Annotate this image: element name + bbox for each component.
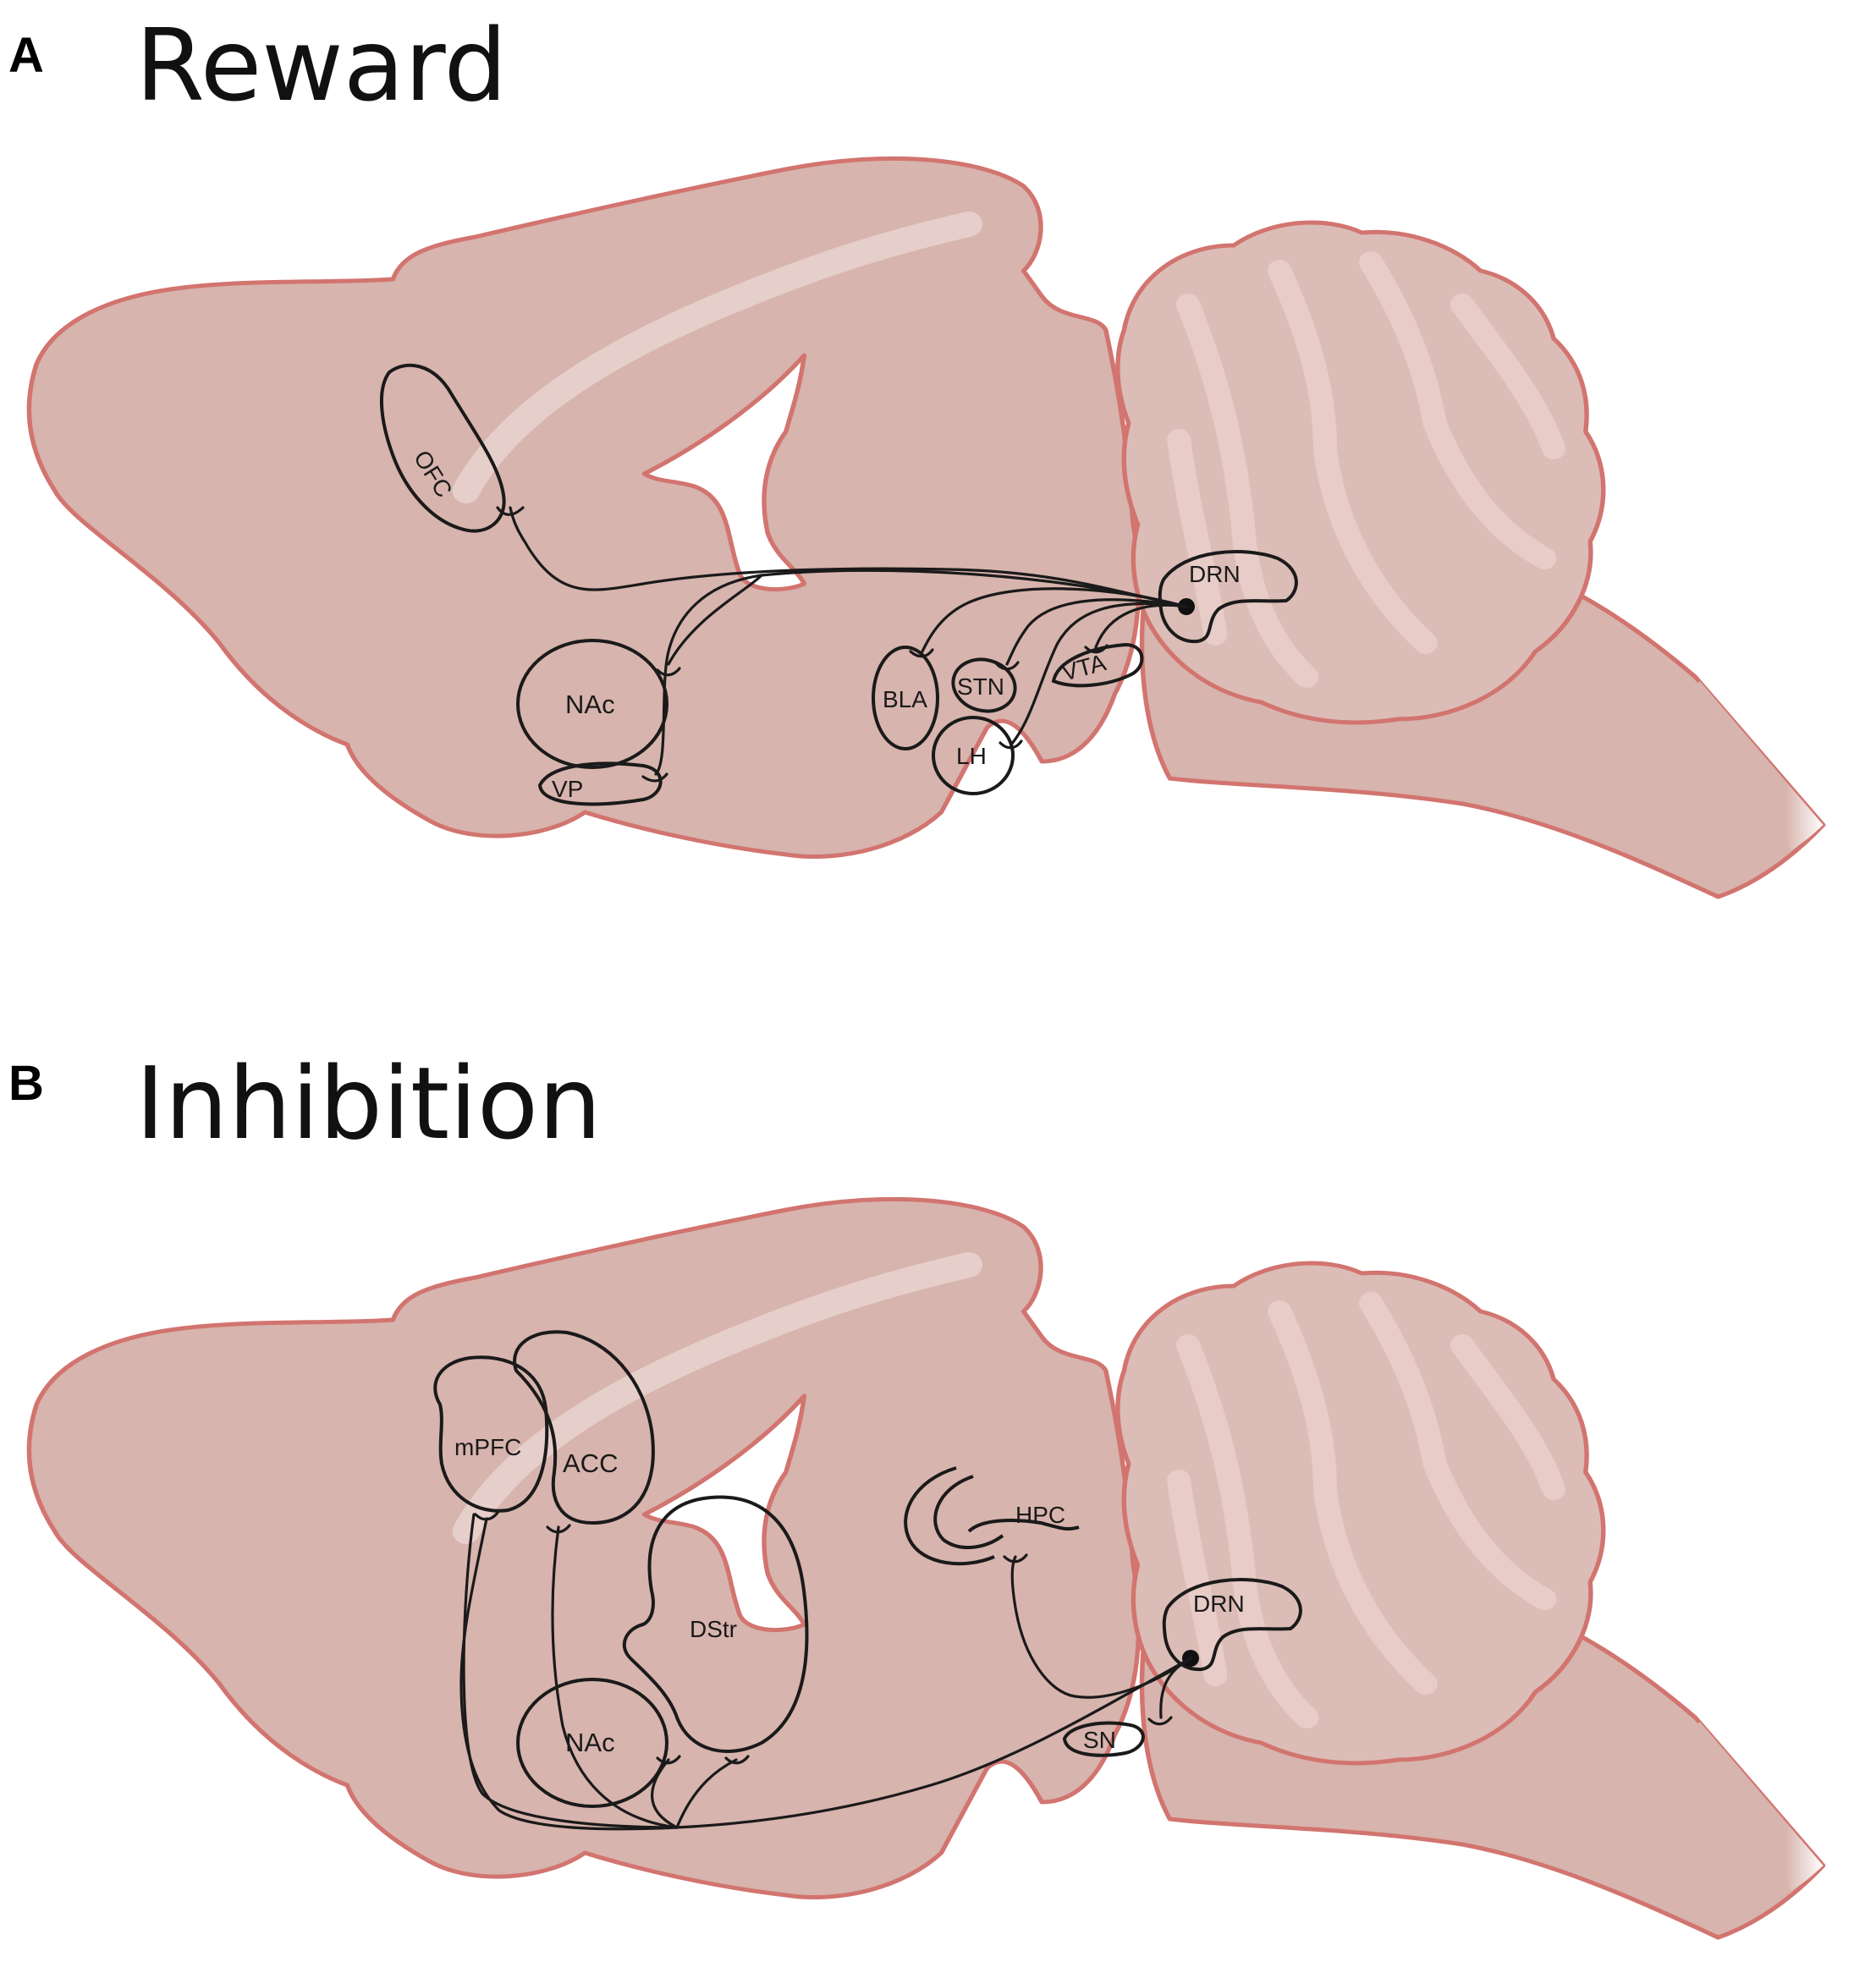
regions-b: mPFC ACC DStr HPC NAc SN DRN (433, 1330, 1302, 1808)
region-label-bla: BLA (883, 686, 927, 712)
panel-title-b: Inhibition (135, 1045, 602, 1162)
region-label-lh: LH (956, 743, 987, 769)
region-hpc-outline (904, 1466, 1080, 1566)
panel-letter-b: B (8, 1056, 44, 1111)
panel-letter-a: A (8, 28, 44, 83)
region-mpfc-outline (433, 1355, 549, 1513)
region-label-dstr: DStr (690, 1616, 737, 1642)
region-drn-outline (1158, 550, 1298, 644)
region-stn-outline (951, 657, 1017, 713)
region-label-sn: SN (1083, 1727, 1116, 1753)
region-label-nac: NAc (565, 690, 615, 719)
region-nac-outline-b (516, 1678, 668, 1808)
region-nac-outline (516, 639, 668, 769)
region-vp-outline (537, 761, 663, 806)
brain-sagittal-a (29, 158, 1823, 897)
region-dstr-outline (622, 1495, 809, 1753)
region-label-stn: STN (957, 673, 1004, 700)
region-label-vp: VP (552, 776, 583, 802)
panel-title-a: Reward (135, 7, 507, 124)
regions-a: OFC NAc VP BLA STN LH VTA DRN (380, 363, 1298, 806)
region-drn-outline-b (1162, 1578, 1302, 1672)
region-acc-outline (513, 1330, 655, 1525)
panel-b: B Inhibition mPFC ACC DStr HPC NAc SN DR… (8, 1045, 1824, 1937)
region-label-drn-b: DRN (1193, 1591, 1245, 1617)
projections-b (459, 1511, 1192, 1831)
region-label-drn: DRN (1189, 561, 1241, 587)
region-lh-outline (932, 716, 1015, 795)
region-label-acc: ACC (563, 1448, 618, 1478)
projections-a (496, 506, 1188, 783)
region-bla-outline (872, 646, 939, 750)
region-ofc-outline (380, 363, 506, 533)
region-sn-outline (1062, 1721, 1145, 1757)
panel-a: A Reward OFC NAc VP BLA STN LH VTA DRN (8, 7, 1824, 897)
region-label-mpfc: mPFC (454, 1434, 521, 1460)
brain-sagittal-b (29, 1199, 1823, 1937)
region-label-hpc: HPC (1015, 1502, 1065, 1528)
region-label-nac-b: NAc (565, 1728, 615, 1757)
region-vta-outline (1051, 642, 1144, 688)
